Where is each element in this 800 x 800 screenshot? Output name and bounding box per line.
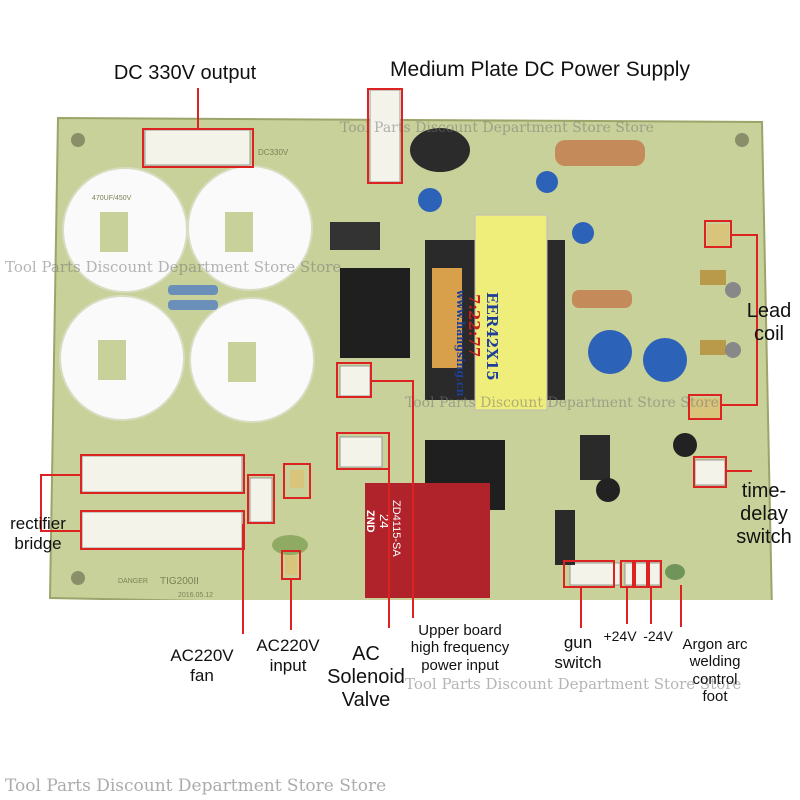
transformer-line1: EER42X15	[483, 292, 501, 381]
relay-model: ZD4115-SA	[390, 500, 402, 557]
ac220-input-box-2	[281, 550, 301, 580]
watermark-top: Tool Parts Discount Department Store Sto…	[5, 2, 387, 22]
silk-dc: DC330V	[258, 148, 289, 157]
label-medium-plate: Medium Plate DC Power Supply	[390, 58, 690, 81]
argon-line	[680, 585, 682, 627]
rectifier-box-2	[80, 510, 245, 550]
ac220-input-line	[290, 580, 292, 630]
rectifier-line-a	[40, 474, 82, 476]
watermark-board-top: Tool Parts Discount Department Store Sto…	[340, 120, 654, 136]
upper-board-box	[336, 362, 372, 398]
rectifier-box-1	[80, 454, 245, 494]
solenoid-box	[336, 432, 390, 470]
watermark-bottom: Tool Parts Discount Department Store Sto…	[5, 776, 387, 796]
transformer-line3: www.hangsing.cn	[454, 290, 467, 397]
rectifier-line-c	[40, 530, 82, 532]
label-upper-board: Upper board high frequency power input	[410, 622, 510, 674]
relay-top	[340, 268, 410, 358]
upper-board-line-a	[372, 380, 414, 382]
label-gun-switch: gun switch	[554, 633, 602, 672]
watermark-bottom-mid: Tool Parts Discount Department Store Sto…	[405, 675, 742, 693]
ac220-fan-line	[242, 524, 244, 634]
relay-brand: ZND	[364, 510, 376, 533]
silk-danger: DANGER	[118, 578, 148, 585]
dc330-line	[197, 88, 199, 130]
minus24-box	[634, 560, 648, 588]
gun-switch-line	[580, 588, 582, 628]
time-delay-box	[693, 456, 727, 488]
label-ac220-fan: AC220V fan	[170, 646, 234, 685]
label-time-delay: time- delay switch	[736, 480, 792, 548]
label-minus24: -24V	[643, 628, 673, 644]
silk-cap: 470UF/450V	[92, 195, 132, 202]
label-dc330: DC 330V output	[113, 62, 257, 84]
argon-box	[648, 560, 662, 588]
ac220-fan-box	[247, 474, 275, 524]
label-argon: Argon arc welding control foot	[682, 636, 748, 705]
label-rectifier: rectifier bridge	[10, 514, 66, 553]
watermark-board-mid: Tool Parts Discount Department Store Sto…	[5, 258, 342, 276]
watermark-board-right: Tool Parts Discount Department Store Sto…	[405, 395, 719, 411]
transformer-text: EER42X15 7:22:77 www.hangsing.cn	[454, 232, 540, 402]
lead-coil-line-a	[732, 234, 758, 236]
plus24-box	[620, 560, 634, 588]
silk-model: TIG200II	[160, 576, 199, 587]
medium-plate-box	[367, 88, 403, 184]
plus24-line	[626, 588, 628, 624]
solenoid-line	[388, 450, 390, 628]
ac220-input-box	[283, 463, 311, 499]
lead-coil-line-b	[756, 234, 758, 406]
lead-coil-box-bottom	[688, 394, 722, 420]
label-plus24: +24V	[603, 628, 637, 644]
dc330-box	[142, 128, 254, 168]
silk-date: 2016.05.12	[178, 592, 214, 599]
label-lead-coil: Lead coil	[746, 300, 792, 345]
rectifier-line-b	[40, 474, 42, 530]
lead-coil-box-top	[704, 220, 732, 248]
label-ac220-input: AC220V input	[256, 636, 320, 675]
upper-board-line-b	[412, 380, 414, 618]
minus24-line	[650, 588, 652, 624]
gun-switch-box	[563, 560, 615, 588]
label-ac-solenoid: AC Solenoid Valve	[327, 643, 405, 711]
transformer-line2: 7:22:77	[465, 294, 483, 358]
time-delay-line	[727, 470, 752, 472]
resistors	[168, 140, 645, 310]
relay-big	[365, 483, 490, 598]
lead-coil-line-c	[722, 404, 758, 406]
